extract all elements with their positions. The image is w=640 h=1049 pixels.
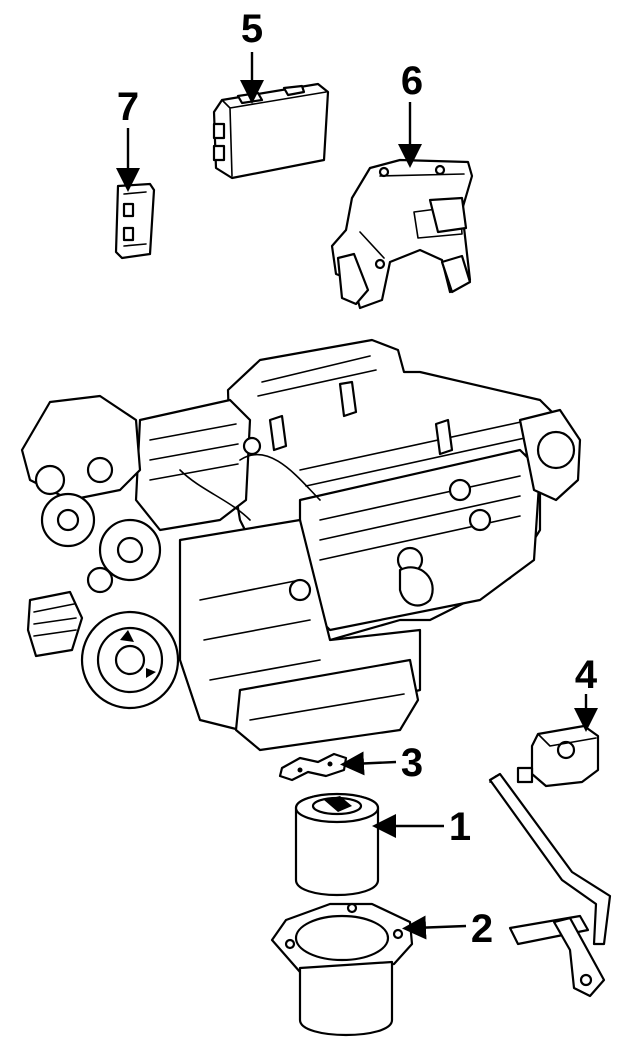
part-1-filter bbox=[294, 792, 380, 897]
part-3-clip bbox=[278, 752, 348, 782]
callout-6: 6 bbox=[401, 59, 423, 103]
leader-2 bbox=[402, 915, 467, 940]
part-7-bracket bbox=[114, 182, 156, 260]
part-5-control-module bbox=[212, 82, 330, 180]
callout-labels: 5 6 7 3 1 2 4 bbox=[117, 7, 598, 951]
part-6-mounting-bracket bbox=[330, 158, 474, 310]
part-2-housing bbox=[270, 902, 414, 1037]
callout-1: 1 bbox=[449, 805, 471, 849]
leader-lines bbox=[116, 52, 598, 940]
callout-3: 3 bbox=[401, 741, 423, 785]
callout-4: 4 bbox=[575, 653, 598, 697]
leader-3 bbox=[340, 751, 397, 776]
part-4-sensor bbox=[516, 724, 600, 788]
callout-7: 7 bbox=[117, 85, 139, 129]
dipstick-rod bbox=[488, 772, 612, 998]
engine-assembly bbox=[20, 338, 582, 752]
callout-2: 2 bbox=[471, 907, 493, 951]
callout-5: 5 bbox=[241, 7, 263, 51]
